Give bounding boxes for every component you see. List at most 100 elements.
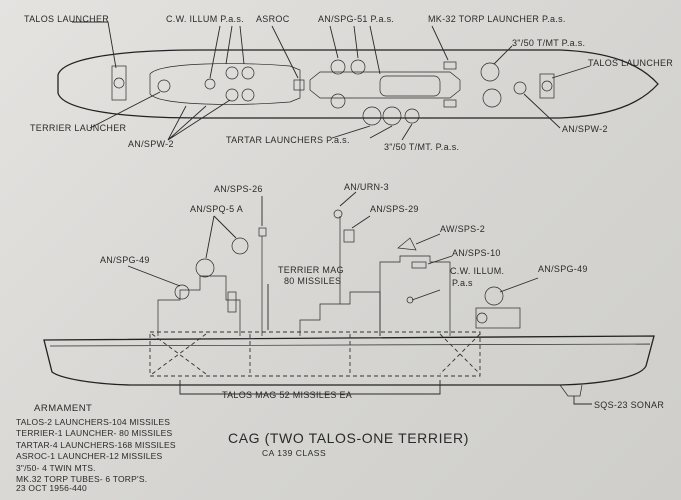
- plan-spg51-2: [350, 59, 366, 75]
- plan-gun-aft: [404, 108, 420, 124]
- profile-aft-gun: [476, 312, 488, 324]
- plan-mk32-2: [443, 99, 457, 108]
- leader-talos-mag: [179, 380, 441, 395]
- plan-spg51-3: [330, 93, 346, 109]
- plan-talos-launcher-fwd: [111, 65, 127, 101]
- profile-fwd-box: [227, 291, 237, 313]
- plan-talos-ring-fwd: [113, 77, 125, 89]
- label-talos-launcher-aft: TALOS LAUNCHER: [588, 58, 673, 68]
- profile-urn3: [333, 209, 343, 219]
- leader-spw2-aft: [523, 93, 561, 129]
- plan-talos-ring-aft: [541, 80, 553, 92]
- leader-asroc: [271, 25, 299, 79]
- armament-item: TALOS-2 LAUNCHERS-104 MISSILES: [16, 417, 171, 427]
- label-sps2: AW/SPS-2: [440, 224, 485, 234]
- profile-sps2: [397, 237, 417, 251]
- label-terrier-launcher: TERRIER LAUNCHER: [30, 123, 127, 133]
- label-tartar: TARTAR LAUNCHERS P.a.s.: [226, 135, 350, 145]
- plan-asroc: [293, 79, 305, 91]
- leader-sonar: [573, 396, 592, 405]
- profile-hull: [43, 335, 655, 386]
- armament-item: TARTAR-4 LAUNCHERS-168 MISSILES: [16, 439, 176, 450]
- plan-tartar-2: [382, 106, 402, 126]
- armament-item: MK.32 TORP TUBES- 6 TORP'S.: [16, 474, 148, 485]
- armament-heading: ARMAMENT: [34, 403, 93, 414]
- profile-mid-superstructure: [299, 291, 381, 336]
- plan-gun-2: [482, 88, 502, 108]
- profile-aft-deckhouse: [475, 307, 521, 329]
- leader-sps2: [415, 233, 441, 245]
- plan-spg51-1: [330, 59, 346, 75]
- leader-spw2-fwd: [167, 99, 231, 141]
- leader-gun-fwd: [493, 45, 513, 65]
- label-spw2-fwd: AN/SPW-2: [128, 139, 174, 149]
- plan-talos-launcher-aft: [539, 73, 555, 99]
- leader-terrier: [89, 91, 161, 129]
- leader-mk32: [431, 25, 449, 61]
- profile-view: AN/SPS-26 AN/URN-3 AN/SPQ-5 A AN/SPS-29 …: [43, 182, 664, 410]
- label-gun-fwd: 3"/50 T/MT P.a.s.: [512, 38, 585, 48]
- profile-sps26: [258, 227, 267, 237]
- label-cw-illum-aft-pas: P.a.s: [452, 278, 473, 288]
- drawing-subtitle: CA 139 CLASS: [262, 448, 327, 458]
- profile-sps29: [343, 229, 355, 243]
- label-spg51: AN/SPG-51 P.a.s.: [318, 14, 394, 24]
- plan-stack: [379, 75, 441, 97]
- plan-tartar-1: [362, 106, 382, 126]
- profile-sonar-dome: [559, 384, 583, 397]
- armament-item: TERRIER-1 LAUNCHER- 80 MISSILES: [16, 428, 173, 439]
- label-asroc: ASROC: [256, 14, 290, 24]
- label-spg49-fwd: AN/SPG-49: [100, 255, 150, 265]
- armament-item: ASROC-1 LAUNCHER-12 MISSILES: [16, 451, 163, 462]
- label-spg49-aft: AN/SPG-49: [538, 264, 588, 274]
- leader-spg51: [329, 25, 381, 75]
- leader-gun-aft: [401, 123, 413, 141]
- label-terrier-mag-count: 80 MISSILES: [284, 276, 341, 286]
- label-spw2-aft: AN/SPW-2: [562, 124, 608, 134]
- plan-mk32-1: [443, 61, 457, 70]
- label-terrier-mag: TERRIER MAG: [278, 265, 344, 275]
- label-sps29: AN/SPS-29: [370, 204, 419, 214]
- leader-cw-illum-aft: [411, 289, 441, 301]
- leader-cw-illum: [209, 25, 245, 79]
- profile-spg49-fwd: [174, 284, 190, 300]
- plan-gun-fwd: [480, 62, 500, 82]
- plan-terrier-launcher: [157, 79, 171, 93]
- profile-spq5a-2: [231, 237, 249, 255]
- plan-deckhouse: [149, 63, 301, 105]
- profile-fwd-superstructure: [157, 275, 241, 336]
- plan-illum-1: [225, 66, 239, 80]
- leader-sps29: [351, 215, 371, 229]
- profile-talos-mag-fwd: [151, 333, 207, 375]
- plan-illum-2: [241, 66, 255, 80]
- label-talos-mag: TALOS MAG 52 MISSILES EA: [222, 390, 352, 400]
- profile-spq5a-1: [195, 258, 215, 278]
- profile-aft-block: [379, 255, 451, 336]
- profile-sps10: [411, 261, 427, 269]
- leader-spg49-fwd: [127, 265, 181, 287]
- label-sonar: SQS-23 SONAR: [594, 400, 664, 410]
- profile-talos-mag-aft: [439, 333, 481, 375]
- leader-spg49-aft: [499, 277, 539, 293]
- label-talos-launcher-fwd: TALOS LAUNCHER: [24, 14, 109, 24]
- label-sps26: AN/SPS-26: [214, 184, 263, 194]
- label-cw-illum-aft: C.W. ILLUM.: [450, 266, 504, 276]
- plan-illum-4: [241, 88, 255, 102]
- label-gun-aft: 3"/50 T/MT. P.a.s.: [384, 142, 459, 152]
- leader-tartar: [331, 125, 393, 139]
- leader-sps10: [427, 255, 453, 265]
- leader-talos-aft: [551, 65, 591, 79]
- drawing-date: 23 OCT 1956-440: [16, 483, 87, 493]
- plan-illum-5: [204, 78, 216, 90]
- label-sps10: AN/SPS-10: [452, 248, 501, 258]
- label-urn3: AN/URN-3: [344, 182, 389, 192]
- plan-spw2-aft: [513, 81, 527, 95]
- plan-view: TALOS LAUNCHER C.W. ILLUM P.a.s. ASROC A…: [24, 14, 673, 152]
- leader-spq5a: [205, 215, 237, 259]
- plan-hull-outline: [57, 49, 659, 119]
- leader-urn3: [339, 191, 357, 207]
- label-spq5a: AN/SPQ-5 A: [190, 204, 243, 214]
- profile-spg49-aft: [484, 286, 504, 306]
- leader-talos-fwd: [72, 21, 117, 69]
